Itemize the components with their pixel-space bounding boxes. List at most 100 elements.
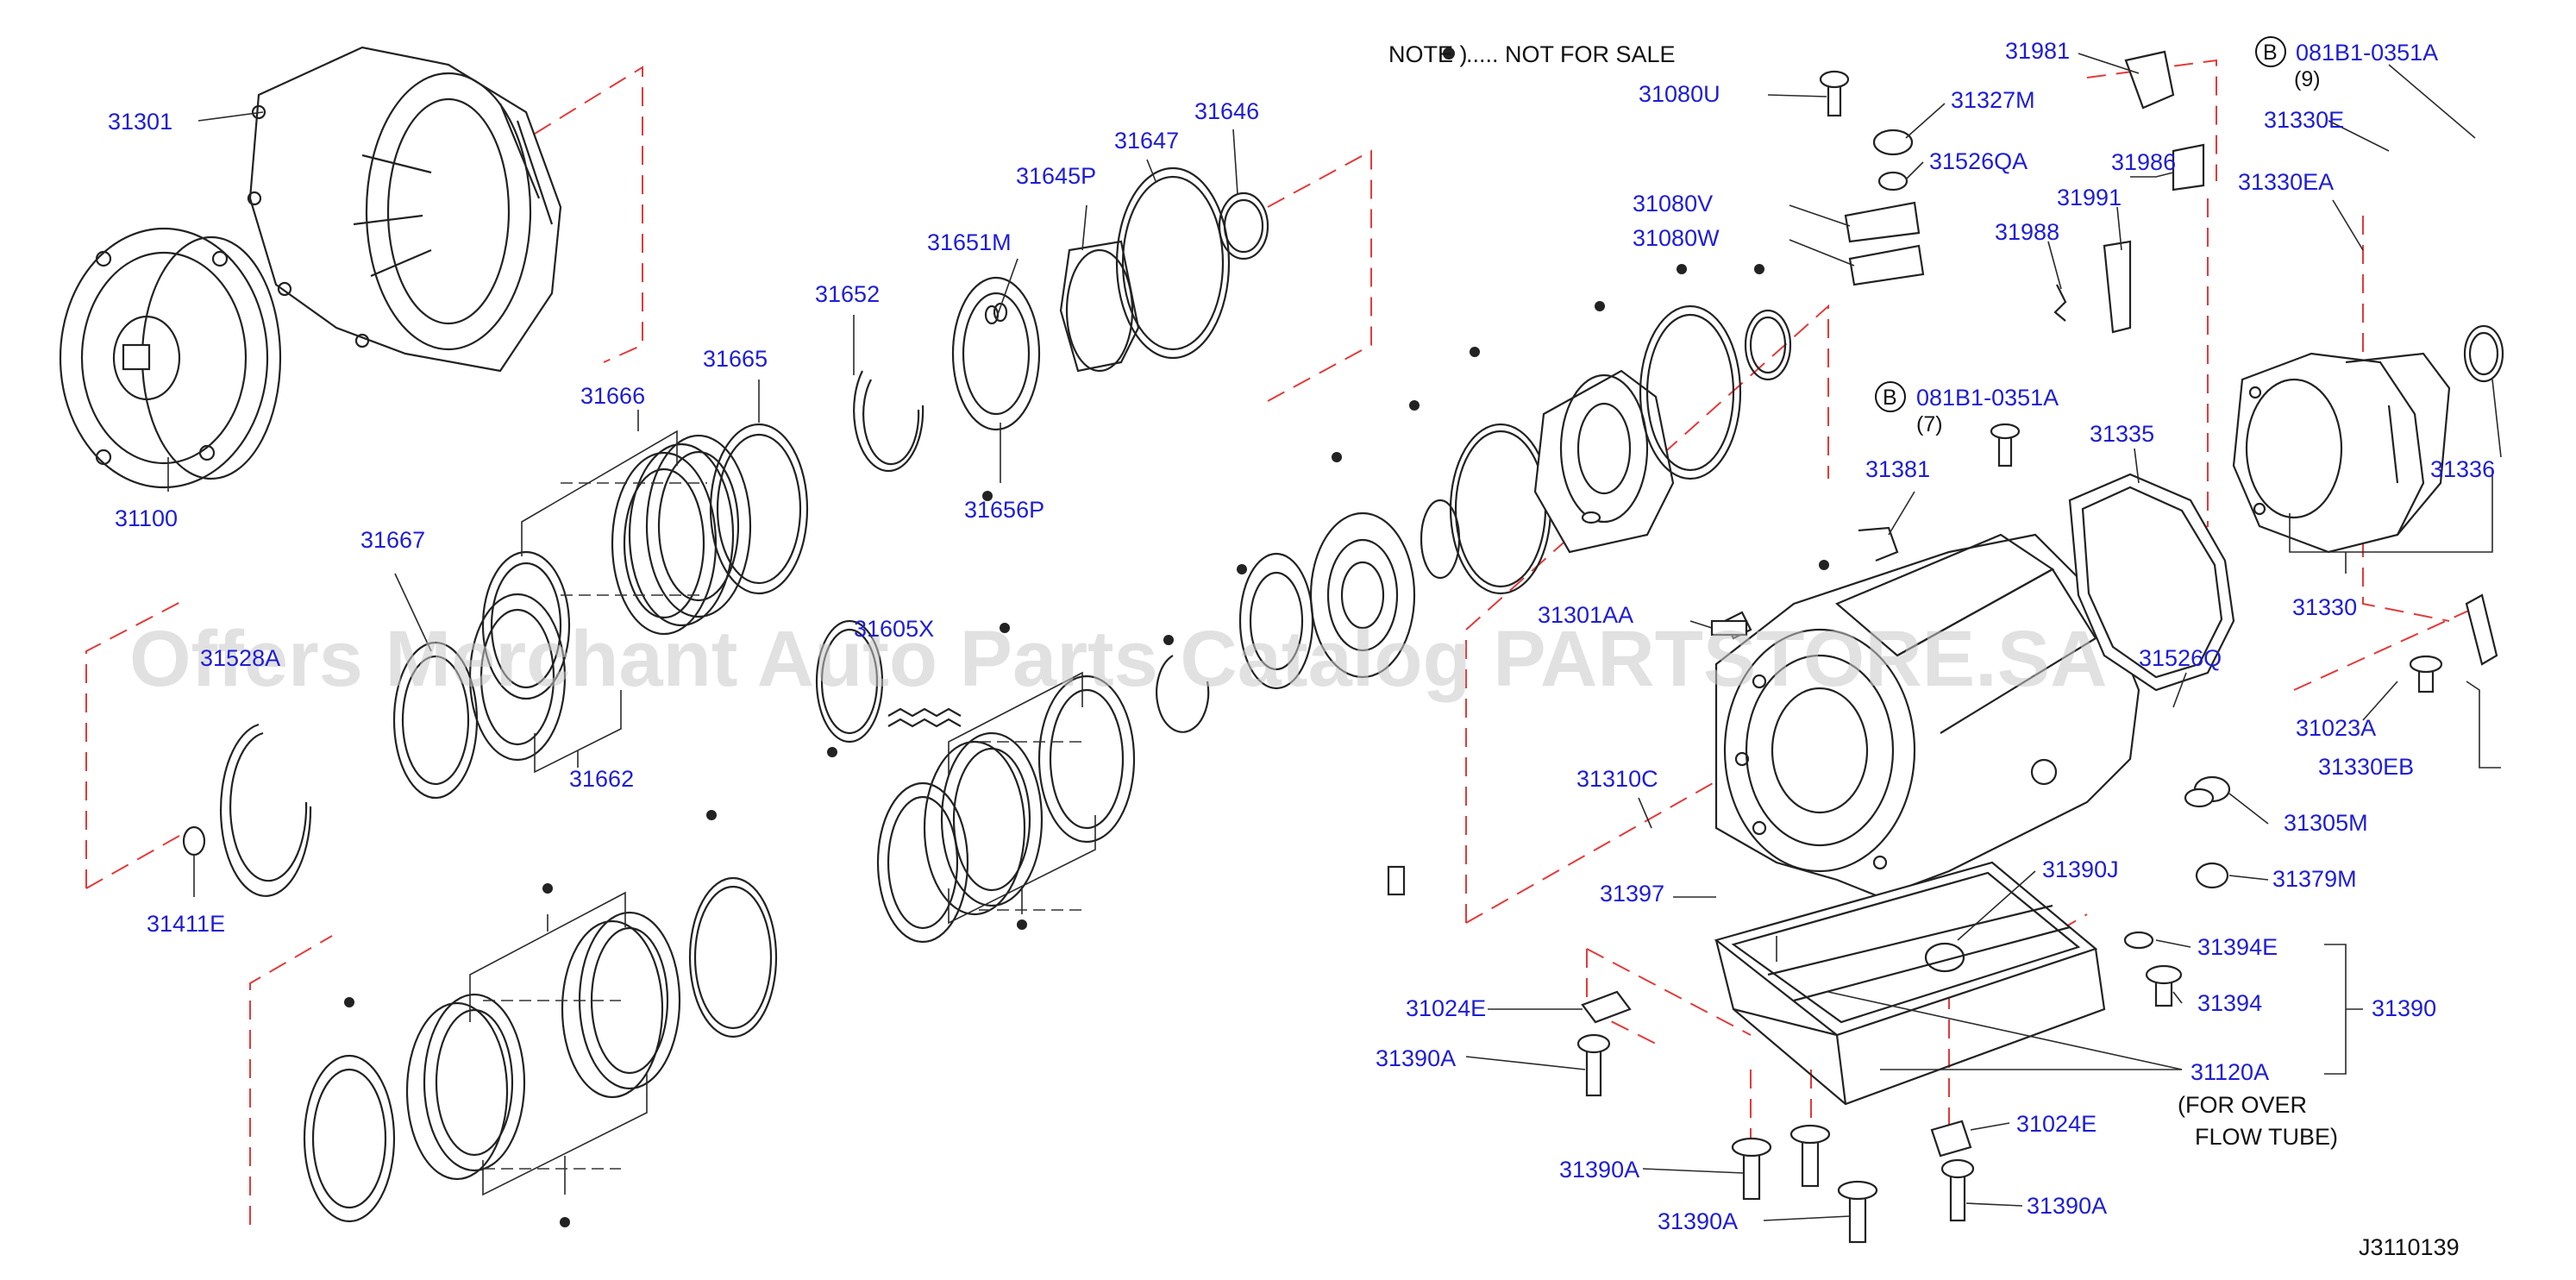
part-label[interactable]: 31381 (1865, 456, 1930, 482)
part-label[interactable]: 31651M (927, 229, 1012, 255)
not-for-sale-star-icon (1017, 919, 1027, 930)
guide-right-mid (2103, 198, 2209, 562)
part-label[interactable]: 31330EA (2238, 169, 2334, 195)
watermark-text: Offers Merchant Auto Parts Catalog PARTS… (129, 615, 2108, 703)
part-label[interactable]: 31336 (2430, 456, 2495, 482)
part-label[interactable]: 31023A (2296, 715, 2376, 741)
guide-converter-housing (534, 66, 643, 363)
bolt-badge-letter: B (2263, 41, 2278, 65)
part-label[interactable]: 31330 (2292, 594, 2357, 620)
part-label[interactable]: 31526QA (1929, 148, 2028, 174)
part-label[interactable]: 31390J (2042, 856, 2119, 882)
part-label[interactable]: 31100 (115, 505, 178, 531)
guide-pan-left (1586, 948, 1752, 1036)
not-for-sale-star-icon (982, 491, 993, 501)
guide-rear-left (85, 599, 186, 888)
not-for-sale-star-icon (1237, 564, 1247, 574)
part-label[interactable]: 31394E (2197, 934, 2278, 960)
transmission-case (1714, 533, 2140, 899)
part-label[interactable]: 31379M (2272, 866, 2357, 892)
part-label[interactable]: 31986 (2111, 149, 2176, 175)
part-label[interactable]: 31988 (1995, 219, 2059, 245)
for-over-flow-tube-note: (FOR OVER FLOW TUBE) (2178, 1092, 2338, 1150)
not-for-sale-star-icon (560, 1217, 570, 1227)
note-line-2: FLOW TUBE) (2195, 1124, 2338, 1150)
part-label[interactable]: 31335 (2090, 421, 2154, 447)
part-label[interactable]: 31390A (2027, 1193, 2107, 1219)
part-label[interactable]: 31666 (580, 383, 645, 409)
part-label[interactable]: 31310C (1576, 766, 1658, 792)
not-for-sale-star-icon (344, 997, 354, 1007)
guide-front-pump (1267, 149, 1372, 402)
leader-lines (167, 53, 2502, 1221)
part-label[interactable]: 31301 (108, 109, 172, 135)
note-prefix: NOTE ) (1388, 41, 1468, 67)
part-label[interactable]: 31080U (1639, 81, 1720, 107)
part-label[interactable]: 31330E (2264, 107, 2344, 133)
part-label[interactable]: 31390A (1559, 1157, 1639, 1183)
front-pump-group (951, 166, 1269, 431)
part-label[interactable]: 31605X (854, 616, 934, 642)
pack-bracket-lines (469, 410, 1096, 1196)
guide-bracket (2293, 603, 2485, 691)
bolt-badge-icon (2255, 36, 2286, 67)
not-for-sale-star-icon (1163, 635, 1174, 645)
note-legend: NOTE ) ..... NOT FOR SALE (1388, 41, 1676, 67)
not-for-sale-markers (344, 47, 1829, 1227)
part-label[interactable]: 31656P (964, 497, 1044, 523)
part-label[interactable]: 31024E (1406, 995, 1486, 1021)
converter-housing (247, 46, 562, 373)
part-label[interactable]: 31390 (2372, 995, 2436, 1021)
not-for-sale-star-icon (1677, 264, 1687, 274)
part-label[interactable]: 31528A (200, 645, 280, 671)
not-for-sale-star-icon (1754, 264, 1764, 274)
bolt-badge-letter: B (1883, 386, 1897, 410)
note-text: ..... NOT FOR SALE (1466, 41, 1676, 67)
clutch-pack-upper (481, 370, 924, 700)
part-label[interactable]: 31080V (1633, 191, 1713, 216)
part-label[interactable]: 31647 (1114, 128, 1179, 154)
not-for-sale-star-icon (542, 883, 553, 894)
part-label[interactable]: 31652 (815, 281, 880, 307)
clutch-pack-lower (303, 876, 778, 1223)
part-label[interactable]: 31394 (2197, 990, 2262, 1016)
part-label[interactable]: 31330EB (2318, 754, 2414, 780)
part-label[interactable]: 31120A (2191, 1059, 2269, 1085)
part-label[interactable]: 31662 (569, 766, 634, 792)
note-line-1: (FOR OVER (2178, 1092, 2307, 1118)
part-label[interactable]: 31390A (1376, 1045, 1456, 1071)
extension-housing (2232, 324, 2504, 554)
part-label[interactable]: 31667 (360, 527, 425, 553)
diagram-code: J3110139 (2359, 1234, 2460, 1260)
oil-pan (1714, 861, 2106, 1106)
guide-lower-clutch (249, 935, 333, 1225)
part-label[interactable]: 31981 (2005, 38, 2070, 64)
not-for-sale-star-icon (1332, 452, 1342, 462)
part-label[interactable]: 31390A (1658, 1208, 1738, 1234)
rear-snap-ring-group (182, 641, 479, 897)
part-label[interactable]: 31301AA (1538, 602, 1633, 628)
part-label[interactable]: 31397 (1600, 881, 1664, 907)
case-gasket (2068, 473, 2235, 692)
part-label[interactable]: 31665 (703, 346, 768, 372)
part-label[interactable]: 31024E (2016, 1111, 2097, 1137)
bolt-spec-middle: B 081B1-0351A (7) (1875, 381, 2059, 436)
clutch-pack-middle (468, 304, 1792, 944)
not-for-sale-star-icon (1409, 400, 1420, 411)
part-label[interactable]: 31080W (1633, 225, 1720, 251)
bolt-spec-code[interactable]: 081B1-0351A (1916, 385, 2059, 411)
not-for-sale-star-icon (827, 747, 837, 757)
part-label[interactable]: 31526Q (2139, 645, 2222, 671)
bolt-spec-code[interactable]: 081B1-0351A (2296, 40, 2438, 66)
part-label[interactable]: 31991 (2057, 185, 2122, 210)
part-label[interactable]: 31645P (1016, 163, 1096, 189)
not-for-sale-star-icon (706, 810, 717, 820)
part-label[interactable]: 31305M (2284, 810, 2368, 836)
part-number-labels: 31301 31100 31666 31665 31652 31651M 316… (108, 38, 2495, 1234)
part-label[interactable]: 31327M (1951, 87, 2035, 113)
bolt-spec-qty: (7) (1916, 412, 1943, 436)
part-label[interactable]: 31646 (1194, 98, 1259, 124)
part-label[interactable]: 31411E (147, 911, 225, 937)
